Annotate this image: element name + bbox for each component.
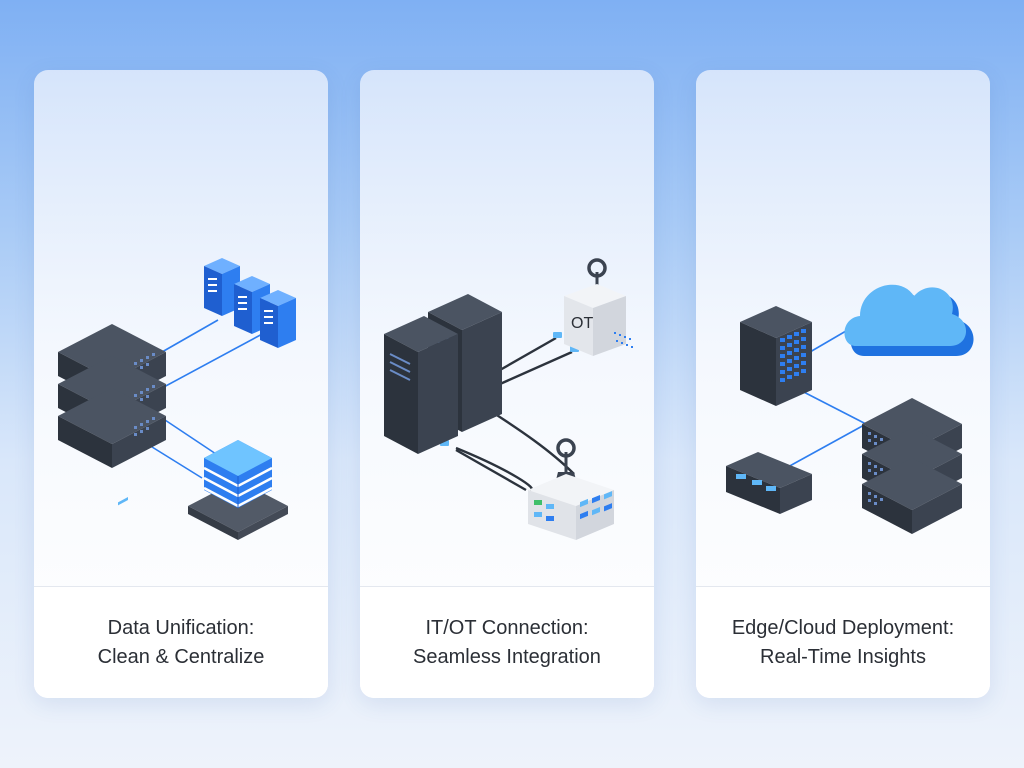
database-stack-icon [188,440,288,540]
card-divider [34,586,328,587]
server-rack-icon [58,324,166,506]
it-ot-connection-illustration: OT [384,258,633,540]
blue-server-towers-icon [204,258,296,348]
card-title: Data Unification: [107,616,255,639]
card-subtitle: Clean & Centralize [97,645,265,668]
card-data-unification: Data Unification: Clean & Centralize [34,70,328,698]
server-rack-icon [862,398,962,534]
ot-label: OT [571,315,593,332]
tower-servers-icon [384,294,502,454]
data-unification-illustration [58,258,296,540]
server-cabinet-icon [740,306,812,406]
card-subtitle: Seamless Integration [413,645,601,668]
card-title: IT/OT Connection: [425,616,589,639]
card-caption: Edge/Cloud Deployment: Real-Time Insight… [696,587,990,698]
card-subtitle: Real-Time Insights [760,645,926,668]
card-edge-cloud-deployment: Edge/Cloud Deployment: Real-Time Insight… [696,70,990,698]
card-title: Edge/Cloud Deployment: [731,616,955,639]
ot-device-icon: OT [564,258,633,356]
cloud-icon [844,284,974,356]
edge-cloud-illustration [726,284,974,534]
edge-device-icon [726,452,812,514]
network-switch-icon [528,438,614,540]
card-it-ot-connection: OT [360,70,654,698]
card-divider [696,586,990,587]
card-caption: IT/OT Connection: Seamless Integration [360,587,654,698]
card-caption: Data Unification: Clean & Centralize [34,587,328,698]
card-divider [360,586,654,587]
